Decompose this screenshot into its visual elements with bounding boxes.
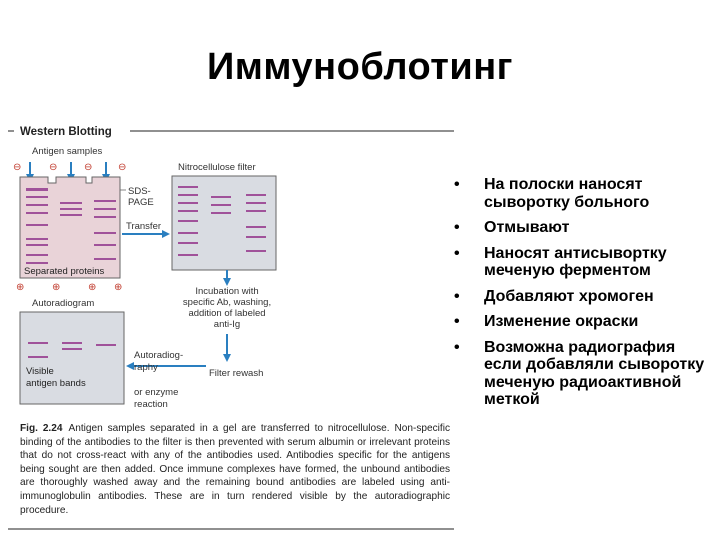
minus-sign: ⊖ [84,162,92,173]
bullet-item: • На полоски наносят сыворотку больного [452,176,714,211]
figure-header: Western Blotting [20,126,112,138]
nitrocellulose-label: Nitrocellulose filter [178,162,256,173]
gel-band [94,216,116,218]
filter-rewash-label: Filter rewash [209,368,263,379]
filter-band [178,202,198,204]
incubation-text: Incubation with [195,286,258,297]
visible-band [62,348,82,350]
bullet-text: Изменение окраски [484,313,638,330]
bullet-list: • На полоски наносят сыворотку больного •… [452,176,714,417]
visible-band [96,344,116,346]
gel-band [94,244,116,246]
bullet-dot: • [454,339,460,357]
filter-band [178,194,198,196]
bullet-text: Добавляют хромоген [484,288,654,305]
autoradiography-label: Autoradiog- [134,350,183,361]
filter-band [211,204,231,206]
gel-band [26,196,48,198]
visible-bands-label: antigen bands [26,378,86,389]
bullet-text: На полоски наносят сыворотку больного [484,176,649,211]
figure-number: Fig. 2.24 [20,423,62,434]
bullet-text: Отмывают [484,219,569,236]
bullet-item: • Отмывают [452,219,714,237]
or-enzyme-label: or enzyme [134,387,178,398]
filter-band [246,194,266,196]
gel-band [60,208,82,210]
bullet-dot: • [454,245,460,263]
sds-page-label: SDS- [128,186,151,197]
gel-band [26,212,48,214]
minus-sign: ⊖ [118,162,126,173]
gel-band [26,254,48,256]
gel-band [26,244,48,246]
bullet-item: • Возможна радиография если добавляли сыв… [452,339,714,409]
gel-band [26,262,48,264]
incubation-text: specific Ab, washing, [183,297,271,308]
autoradiography-label: raphy [134,362,158,373]
slide-title: Иммуноблотинг [0,46,720,89]
plus-sign: ⊕ [114,282,122,293]
gel-band [94,200,116,202]
sds-page-label: PAGE [128,197,154,208]
filter-band [178,242,198,244]
gel-band [94,258,116,260]
bullet-text: Возможна радиография если добавляли сыво… [484,339,704,409]
autoradiogram-label: Autoradiogram [32,298,94,309]
visible-band [62,342,82,344]
filter-band [178,254,198,256]
filter-band [246,226,266,228]
filter-band [178,186,198,188]
transfer-label: Transfer [126,221,161,232]
filter-band [246,236,266,238]
caption-text: Antigen samples separated in a gel are t… [20,423,450,516]
or-enzyme-label: reaction [134,399,168,410]
gel-band [94,208,116,210]
plus-sign: ⊕ [88,282,96,293]
gel-band [60,202,82,204]
gel-band [26,188,48,191]
filter-band [178,210,198,212]
visible-band [28,356,48,358]
antigen-samples-label: Antigen samples [32,146,102,157]
visible-band [28,342,48,344]
separated-proteins-label: Separated proteins [24,266,105,277]
gel-band [26,224,48,226]
bullet-dot: • [454,288,460,306]
filter-band [211,196,231,198]
bullet-item: • Изменение окраски [452,313,714,331]
incubation-text: anti-Ig [214,319,240,330]
bullet-text: Наносят антисывортку меченую ферментом [484,245,667,280]
bullet-dot: • [454,313,460,331]
bullet-dot: • [454,176,460,194]
filter-band [246,202,266,204]
bullet-item: • Наносят антисывортку меченую ферментом [452,245,714,280]
gel-band [60,214,82,216]
filter-band [178,220,198,222]
gel-band [26,204,48,206]
visible-bands-label: Visible [26,366,54,377]
filter-band [246,210,266,212]
filter-band [178,232,198,234]
gel-band [94,232,116,234]
bullet-item: • Добавляют хромоген [452,288,714,306]
western-blot-figure: Western Blotting Antigen samples ⊖ ⊖ ⊖ ⊖ [8,120,454,532]
gel-band [26,238,48,240]
minus-sign: ⊖ [13,162,21,173]
minus-sign: ⊖ [49,162,57,173]
incubation-text: addition of labeled [188,308,265,319]
plus-sign: ⊕ [52,282,60,293]
plus-sign: ⊕ [16,282,24,293]
filter-band [211,212,231,214]
filter-band [246,250,266,252]
bullet-dot: • [454,219,460,237]
